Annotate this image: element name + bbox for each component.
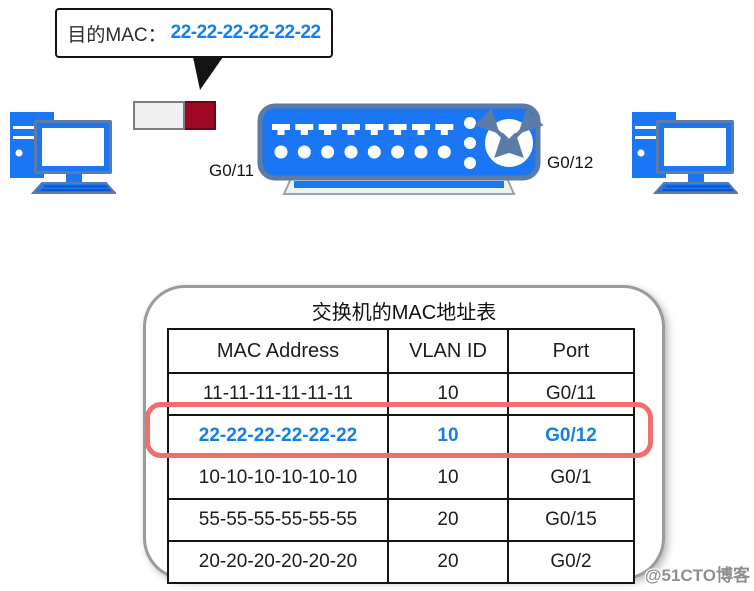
- cell-port: G0/15: [507, 498, 635, 542]
- table-row: 11-11-11-11-11-11 10 G0/11: [167, 372, 635, 416]
- destination-mac-callout: 目的MAC： 22-22-22-22-22-22: [55, 8, 333, 58]
- cell-port: G0/12: [507, 414, 635, 458]
- cell-vlan: 10: [387, 372, 509, 416]
- switch-crossed-arrows-icon: [474, 108, 544, 167]
- pc-icon-right: [632, 112, 738, 194]
- column-header-vlan: VLAN ID: [387, 328, 509, 374]
- switch-icon: [257, 103, 544, 195]
- cell-vlan: 20: [387, 540, 509, 584]
- cell-mac: 10-10-10-10-10-10: [167, 456, 389, 500]
- frame-vlan-tag-segment: [185, 101, 216, 130]
- column-header-port: Port: [507, 328, 635, 374]
- port-label-g0-11: G0/11: [206, 160, 258, 182]
- table-header-row: MAC Address VLAN ID Port: [167, 328, 635, 374]
- switch-ports: [272, 117, 476, 169]
- table-row: 55-55-55-55-55-55 20 G0/15: [167, 498, 635, 542]
- cell-port: G0/2: [507, 540, 635, 584]
- callout-mac-value: 22-22-22-22-22-22: [170, 22, 321, 43]
- cell-vlan: 10: [387, 456, 509, 500]
- cell-port: G0/11: [507, 372, 635, 416]
- pc-icon-left: [10, 112, 116, 194]
- cell-mac: 11-11-11-11-11-11: [167, 372, 389, 416]
- table-row-highlighted: 22-22-22-22-22-22 10 G0/12: [167, 414, 635, 458]
- table-row: 20-20-20-20-20-20 20 G0/2: [167, 540, 635, 584]
- ethernet-frame-icon: [133, 101, 216, 130]
- callout-pointer-icon: [193, 57, 223, 90]
- table-row: 10-10-10-10-10-10 10 G0/1: [167, 456, 635, 500]
- cell-vlan: 20: [387, 498, 509, 542]
- watermark: @51CTO博客: [644, 566, 750, 585]
- cell-mac: 20-20-20-20-20-20: [167, 540, 389, 584]
- frame-payload-segment: [133, 101, 185, 130]
- cell-vlan: 10: [387, 414, 509, 458]
- cell-mac: 22-22-22-22-22-22: [167, 414, 389, 458]
- port-label-g0-12: G0/12: [544, 152, 597, 174]
- cell-port: G0/1: [507, 456, 635, 500]
- column-header-mac: MAC Address: [167, 328, 389, 374]
- mac-address-table: MAC Address VLAN ID Port 11-11-11-11-11-…: [167, 328, 635, 584]
- mac-table-title: 交换机的MAC地址表: [311, 302, 497, 324]
- callout-label: 目的MAC：: [67, 24, 167, 46]
- cell-mac: 55-55-55-55-55-55: [167, 498, 389, 542]
